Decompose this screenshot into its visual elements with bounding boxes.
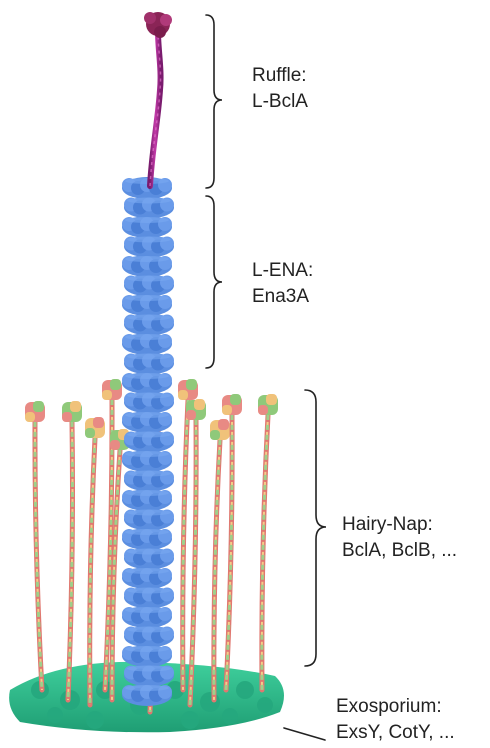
exosporium-label-proteins: ExsY, CotY, ... [336,720,455,746]
ena-subunit-ring [122,684,172,706]
ena-subunit-ring [124,587,174,609]
nap-fiber-head [85,417,105,438]
nap-fiber-head [222,394,242,415]
ruffle-bracket [206,15,222,188]
ruffle-label-title: Ruffle: [252,63,308,89]
nap-fiber-head [178,379,198,400]
ena-subunit-ring [124,548,174,570]
nap-fiber [25,401,45,690]
hairy-nap-bracket [305,390,326,666]
ena-subunit-ring [124,353,174,375]
ena-subunit-ring [122,216,172,238]
exosporium-pointer [284,728,325,740]
lena-label: L-ENA: Ena3A [252,258,313,310]
nap-fiber-head [62,401,82,422]
ena-subunit-ring [122,489,172,511]
ena-subunit-ring [124,431,174,453]
ena-subunit-ring [122,333,172,355]
hairy-nap-label-proteins: BclA, BclB, ... [342,538,457,564]
ena-subunit-ring [122,294,172,316]
ena-subunit-ring [124,509,174,531]
ena-subunit-ring [124,665,174,687]
ena-subunit-ring [122,528,172,550]
exosporium-label-title: Exosporium: [336,694,455,720]
exosporium-label: Exosporium: ExsY, CotY, ... [336,694,455,746]
nap-fiber [62,401,82,700]
ena-subunit-ring [122,372,172,394]
ena-subunit-ring [122,450,172,472]
nap-fiber-head [102,379,122,400]
l-ena-fiber [122,177,174,706]
ena-subunit-ring [124,275,174,297]
nap-fiber-head [210,419,230,440]
ena-subunit-ring [124,236,174,258]
ena-subunit-ring [124,392,174,414]
nap-fiber-head [186,399,206,420]
ruffle-label-protein: L-BclA [252,89,308,115]
nap-fiber-head [25,401,45,422]
lena-bracket [206,196,222,368]
lena-label-title: L-ENA: [252,258,313,284]
ruffle-head [144,12,172,38]
ena-subunit-ring [122,645,172,667]
ena-subunit-ring [124,470,174,492]
ruffle-label: Ruffle: L-BclA [252,63,308,115]
ena-subunit-ring [122,255,172,277]
lena-label-protein: Ena3A [252,284,313,310]
ena-subunit-ring [122,567,172,589]
ena-subunit-ring [122,177,172,199]
ena-subunit-ring [124,314,174,336]
hairy-nap-label-title: Hairy-Nap: [342,512,457,538]
ruffle-fiber [144,12,172,186]
hairy-nap-label: Hairy-Nap: BclA, BclB, ... [342,512,457,564]
ena-subunit-ring [124,626,174,648]
nap-fiber-head [258,394,278,415]
ena-subunit-ring [122,606,172,628]
ena-subunit-ring [122,411,172,433]
ena-subunit-ring [124,197,174,219]
nap-fiber [186,399,206,705]
nap-fiber [258,394,278,690]
nap-fiber [85,417,105,705]
